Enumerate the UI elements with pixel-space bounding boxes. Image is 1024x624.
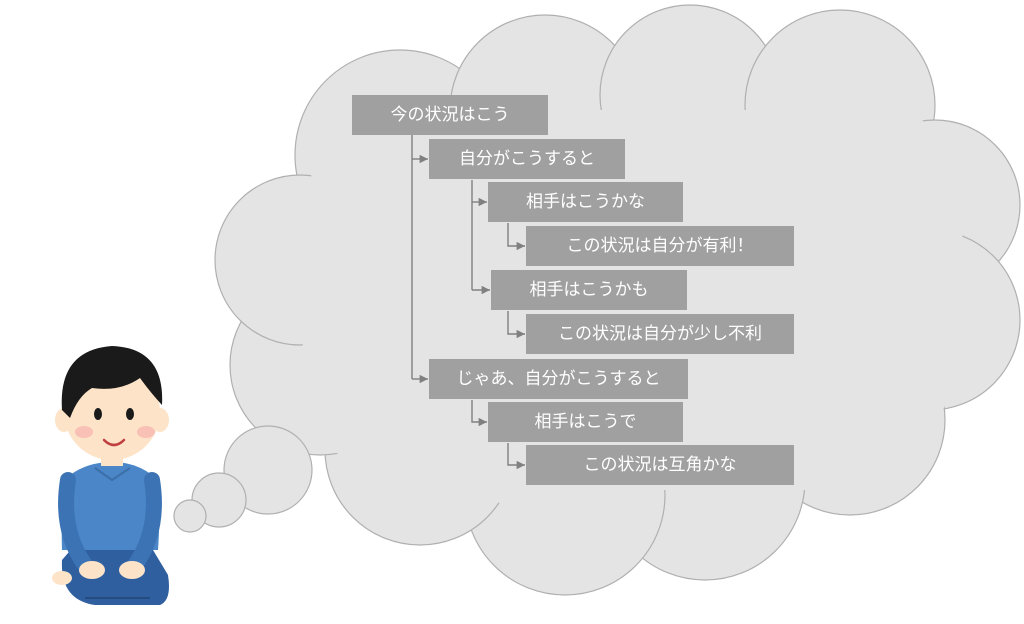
tree-connectors [411, 135, 525, 470]
node-move-1: 自分がこうすると [429, 139, 625, 179]
node-result-2: この状況は互角かな [526, 445, 794, 485]
thought-trail-icon [173, 425, 313, 533]
node-reply-1a: 相手はこうかな [488, 182, 683, 222]
node-result-1a: この状況は自分が有利！ [526, 226, 794, 266]
node-result-1b: この状況は自分が少し不利 [526, 314, 794, 354]
node-reply-2: 相手はこうで [488, 402, 683, 442]
person-thinking-icon [52, 346, 169, 605]
node-root: 今の状況はこう [352, 95, 548, 135]
node-move-2: じゃあ、自分がこうすると [429, 359, 688, 399]
node-reply-1b: 相手はこうかも [491, 270, 687, 310]
